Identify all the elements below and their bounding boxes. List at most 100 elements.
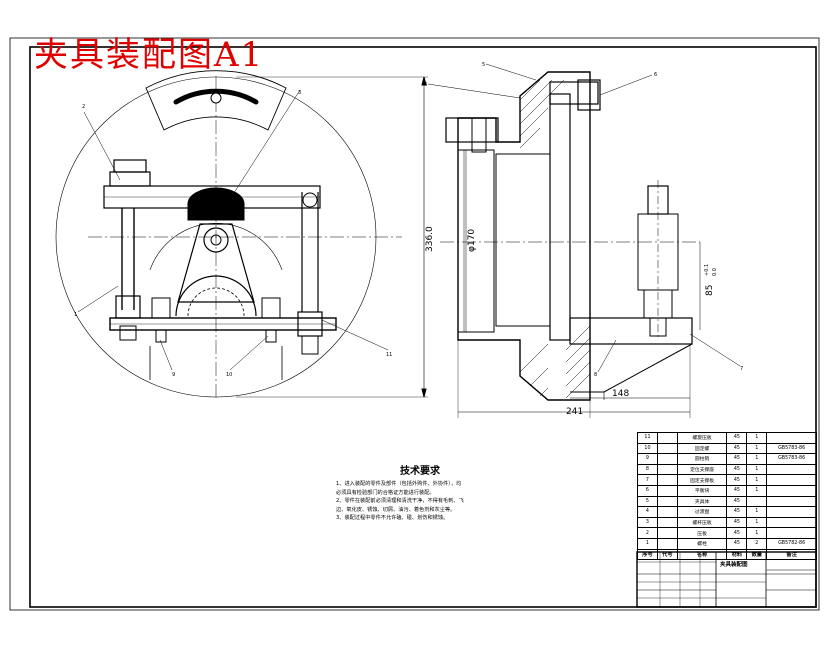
bom-cell: 1 xyxy=(746,474,768,486)
bom-cell: 压板 xyxy=(676,527,728,539)
bom-cell: 4 xyxy=(637,506,658,518)
bom-cell: 固定支撑板 xyxy=(676,474,728,486)
bom-cell: 8 xyxy=(637,463,658,476)
balloon-9: 9 xyxy=(172,372,175,378)
dim-85-tol-upper: +0.1 xyxy=(704,264,710,276)
bom-cell: 45 xyxy=(726,463,748,476)
outer-frame xyxy=(9,37,820,611)
bom-cell: 1 xyxy=(746,506,768,518)
bom-cell xyxy=(766,484,817,497)
bom-cell: 6 xyxy=(637,484,658,497)
bom-cell: 45 xyxy=(726,537,748,550)
bom-cell: 1 xyxy=(746,432,768,444)
bom-cell: 1 xyxy=(746,453,768,465)
title-block-name: 夹具装配图 xyxy=(720,562,748,568)
dim-85-tol-lower: 0.0 xyxy=(712,268,718,276)
bom-cell: 7 xyxy=(637,474,658,486)
bom-cell: GB5782-86 xyxy=(766,537,817,550)
drawing-title: 夹具装配图A1 xyxy=(34,35,265,75)
front-view xyxy=(55,70,428,400)
dim-148: 148 xyxy=(612,389,629,399)
tech-line-5: 3、装配过程中零件不允许磕、碰、划伤和锈蚀。 xyxy=(336,515,449,522)
bom-cell: 1 xyxy=(746,516,768,529)
balloon-10: 10 xyxy=(226,372,232,378)
bom-cell: 45 xyxy=(726,453,748,465)
bom-cell: 9 xyxy=(637,453,658,465)
bom-cell: 2 xyxy=(746,537,768,550)
tech-line-2: 必须具有检验部门的合格证方能进行装配。 xyxy=(336,489,435,496)
balloon-6: 6 xyxy=(654,72,657,78)
balloon-7: 7 xyxy=(740,366,743,372)
section-view xyxy=(427,63,741,418)
bom-cell: 1 xyxy=(746,484,768,497)
bom-cell: 10 xyxy=(637,442,658,455)
bom-cell: 11 xyxy=(637,432,658,444)
bom-cell xyxy=(766,527,817,539)
balloon-3: 3 xyxy=(298,90,301,96)
bom-cell xyxy=(766,516,817,529)
dim-phi170: φ170 xyxy=(467,229,477,252)
bom-cell: 1 xyxy=(746,442,768,455)
balloon-8: 8 xyxy=(594,372,597,378)
tech-line-4: 边、氧化皮、锈蚀、切屑、油污、着色剂和灰尘等。 xyxy=(336,506,456,513)
dim-336: 336.0 xyxy=(425,226,435,252)
balloon-5: 5 xyxy=(482,62,485,68)
bom-cell: 45 xyxy=(726,474,748,486)
bom-cell xyxy=(746,495,768,508)
bom-header-cell: 材料 xyxy=(726,548,748,561)
bom-cell: 螺杆压板 xyxy=(676,516,728,529)
bom-cell: 45 xyxy=(726,506,748,518)
bom-cell: 1 xyxy=(746,463,768,476)
bom-cell: 圆柱销 xyxy=(676,453,728,465)
bom-cell: 45 xyxy=(726,495,748,508)
tech-requirements-notes: 1、进入装配的零件及部件（包括外购件、外协件），均 必须具有检验部门的合格证方能… xyxy=(336,480,522,523)
bom-cell: 45 xyxy=(726,527,748,539)
tech-line-3: 2、零件在装配前必须清理和清洗干净，不得有毛刺、飞 xyxy=(336,498,464,505)
bom-cell: 3 xyxy=(637,516,658,529)
bom-cell: 固定螺 xyxy=(676,442,728,455)
bom-cell: 2 xyxy=(637,527,658,539)
bom-cell xyxy=(766,506,817,518)
bom-header-cell: 代号 xyxy=(656,548,678,561)
inner-frame xyxy=(29,46,817,608)
bom-cell xyxy=(766,432,817,444)
bom-header-cell: 序号 xyxy=(637,548,658,561)
bom-cell: 1 xyxy=(637,537,658,550)
bom-cell: 5 xyxy=(637,495,658,508)
bom-cell xyxy=(766,495,817,508)
bom-cell: GB5783-86 xyxy=(766,453,817,465)
bom-cell: 1 xyxy=(746,527,768,539)
balloon-4: 4 xyxy=(424,82,427,88)
dim-241: 241 xyxy=(566,407,583,417)
balloon-1: 1 xyxy=(74,312,77,318)
bom-cell: 夹具体 xyxy=(676,495,728,508)
bom-cell: 平衡块 xyxy=(676,484,728,497)
bom-cell: GB5783-86 xyxy=(766,442,817,455)
bom-cell xyxy=(766,474,817,486)
dim-85: 85 xyxy=(705,285,715,296)
bom-header-row: 序号 代号 名称 材料 数量 备注 xyxy=(637,548,817,561)
bom-cell: 螺旋压板 xyxy=(676,432,728,444)
bom-cell xyxy=(766,463,817,476)
balloon-2: 2 xyxy=(82,104,85,110)
tech-line-1: 1、进入装配的零件及部件（包括外购件、外协件），均 xyxy=(336,481,462,487)
bom-cell: 45 xyxy=(726,484,748,497)
bom-cell: 定位支撑座 xyxy=(676,463,728,476)
bom-header-cell: 名称 xyxy=(676,548,728,561)
bom-header-cell: 备注 xyxy=(766,548,817,561)
tech-requirements-title: 技术要求 xyxy=(400,466,440,477)
bom-cell: 45 xyxy=(726,516,748,529)
